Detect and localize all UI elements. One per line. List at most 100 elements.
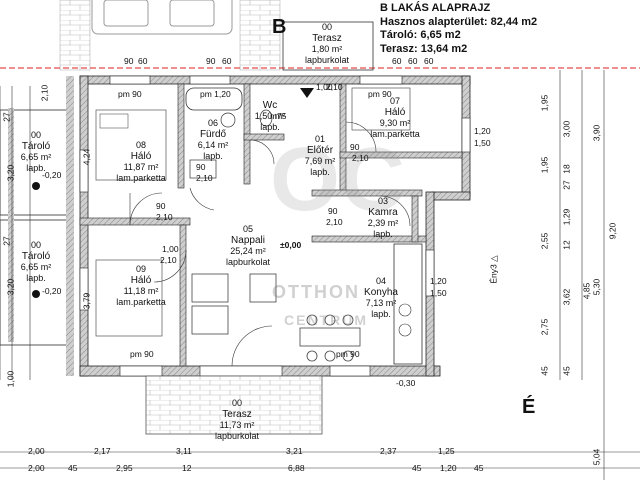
entrance-arrow-icon: [300, 88, 314, 98]
dim-top: 60: [222, 56, 232, 66]
dimension-lines: [0, 70, 640, 480]
door-height: 2,10: [326, 217, 343, 227]
dim-top: 90: [206, 56, 216, 66]
dim-top: 60: [424, 56, 434, 66]
watermark-line2: CENTRUM: [284, 312, 368, 328]
net-area: Hasznos alapterület: 82,44 m2: [380, 15, 538, 28]
level-mark-text: Ény3 △: [488, 255, 499, 284]
door-height: 2,10: [160, 255, 177, 265]
dim-top: 60: [408, 56, 418, 66]
terrace-bottom: [145, 375, 323, 435]
level-storage-1: -0,20: [42, 170, 62, 180]
window-height: 1,50: [474, 138, 491, 148]
dim-top: 60: [392, 56, 402, 66]
plan-info: B LAKÁS ALAPRAJZ Hasznos alapterület: 82…: [380, 2, 636, 56]
door-height: 2,10: [156, 212, 173, 222]
dim-right: 1,29: [561, 208, 572, 226]
level-storage-2: -0,20: [42, 286, 62, 296]
door-width: 90: [328, 206, 338, 216]
opening-label: pm 90: [118, 89, 142, 99]
kitchen-counter: [393, 243, 423, 365]
dim-bottom: 45: [474, 463, 484, 473]
dim-right: 45: [539, 366, 550, 376]
dim-right: 2,75: [539, 318, 550, 336]
windows: [79, 75, 471, 377]
door-width: 90: [196, 162, 206, 172]
dim-right: 5,30: [591, 278, 602, 296]
dim-top: 90: [124, 56, 134, 66]
bed-09: [95, 259, 163, 337]
watermark-line1: OTTHON: [272, 282, 360, 302]
dim-bottom: 1,20: [440, 463, 457, 473]
dim-right: 3,62: [561, 288, 572, 306]
section-marker: B: [272, 16, 287, 38]
dim-right: 27: [561, 180, 572, 190]
dim-left: 4,24: [81, 148, 92, 166]
dim-right: 45: [561, 366, 572, 376]
dim-right: 4,85: [581, 282, 592, 300]
window-width: 1,20: [474, 126, 491, 136]
dim-bottom: 3,21: [286, 446, 303, 456]
door-width: 90: [350, 142, 360, 152]
level-living: ±0,00: [280, 240, 302, 250]
door-height: 2,10: [196, 173, 213, 183]
door-height: 2,10: [326, 82, 343, 92]
bed-07: [351, 87, 411, 131]
dim-right: 3,00: [561, 120, 572, 138]
terrace-top: [282, 21, 374, 71]
dim-bottom: 45: [68, 463, 78, 473]
dim-left: 1,00: [5, 370, 16, 388]
north-marker: É: [522, 396, 536, 418]
door-width: 1,00: [162, 244, 179, 254]
dim-right: 18: [561, 164, 572, 174]
dim-left: 3,20: [5, 278, 16, 296]
dim-right: 1,95: [539, 94, 550, 112]
pavement: [59, 0, 91, 71]
dim-top: 60: [138, 56, 148, 66]
bed-08: [95, 109, 167, 181]
dim-left: 2,10: [39, 84, 50, 102]
opening-label: m75: [270, 111, 287, 121]
dim-bottom: 2,37: [380, 446, 397, 456]
dim-right: 2,55: [539, 232, 550, 250]
car-sketch: [91, 0, 233, 35]
dim-right: 5,04: [591, 448, 602, 466]
dim-left: 27: [1, 112, 12, 122]
dim-right: 9,20: [607, 222, 618, 240]
window-height: 1,50: [430, 288, 447, 298]
dim-bottom: 45: [412, 463, 422, 473]
living-furniture: [191, 273, 361, 362]
dim-left: 27: [1, 236, 12, 246]
level-marker-icons: [32, 182, 40, 298]
dim-right: 12: [561, 240, 572, 250]
dim-right: 1,95: [539, 156, 550, 174]
door-swings: [129, 121, 411, 367]
level-kitchen: -0,30: [396, 378, 416, 388]
dim-bottom: 2,00: [28, 446, 45, 456]
dim-bottom: 2,00: [28, 463, 45, 473]
bathtub: [185, 87, 243, 111]
plan-title: B LAKÁS ALAPRAJZ: [380, 2, 491, 14]
dim-bottom: 3,11: [176, 446, 192, 456]
opening-label: pm 90: [368, 89, 392, 99]
dim-bottom: 6,88: [288, 463, 305, 473]
dim-right: 3,90: [591, 124, 602, 142]
storage-area: Tároló: 6,65 m2: [380, 29, 461, 41]
interior-walls: [79, 83, 463, 367]
dim-left: 3,79: [81, 292, 92, 310]
dim-bottom: 1,25: [438, 446, 455, 456]
dim-bottom: 12: [182, 463, 192, 473]
watermark-logo: OC: [270, 130, 405, 230]
opening-label: pm 90: [336, 349, 360, 359]
